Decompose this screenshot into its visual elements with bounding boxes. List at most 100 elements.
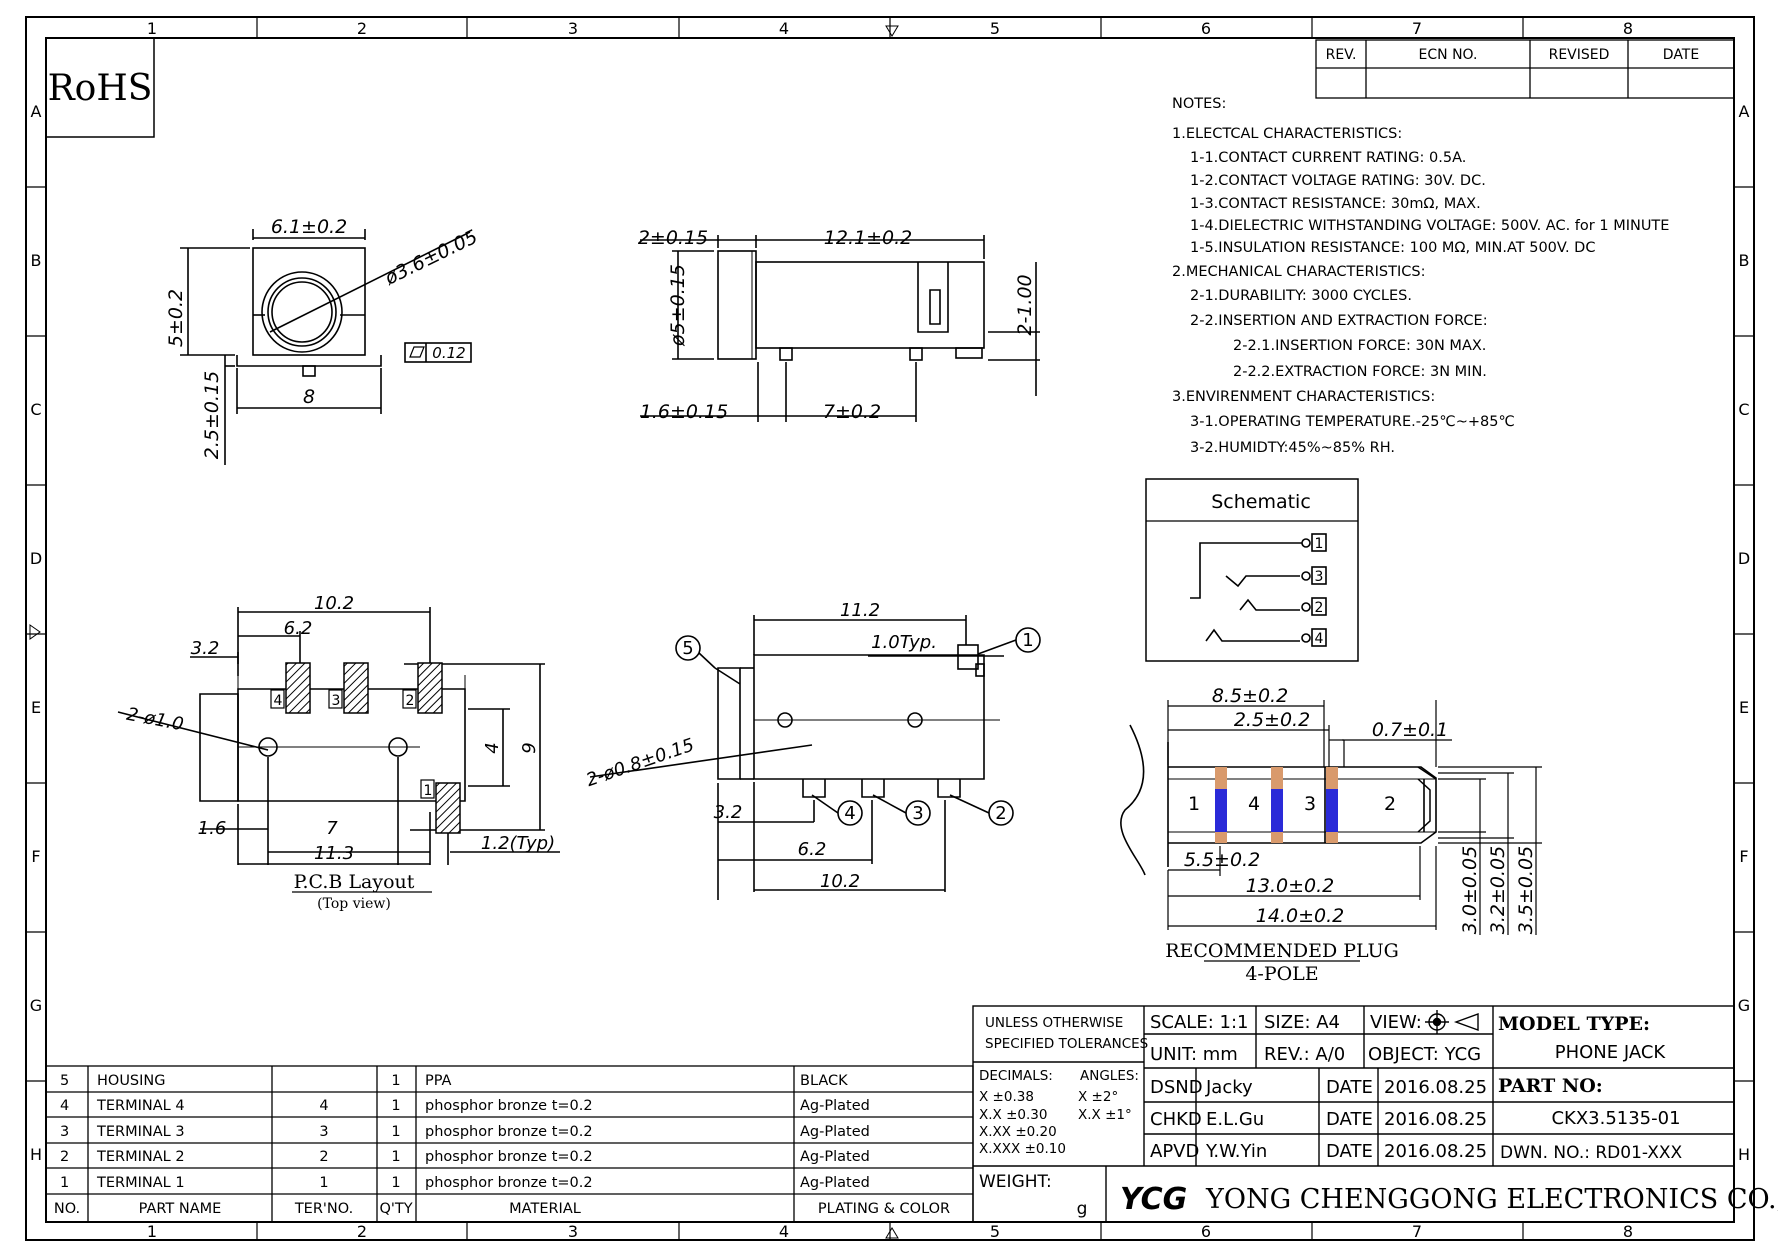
svg-text:1-1.CONTACT CURRENT RATING:: 1-1.CONTACT CURRENT RATING: 0.5A. <box>1190 150 1466 166</box>
part-number: CKX3.5135-01 <box>1551 1108 1680 1129</box>
svg-text:14.0±0.2: 14.0±0.2 <box>1256 905 1344 927</box>
bom-cell: 4 <box>60 1098 69 1114</box>
design-date: 2016.08.25 <box>1384 1077 1487 1098</box>
plug-caption: RECOMMENDED PLUG <box>1165 940 1399 962</box>
pcb-layout: 4 3 2 1 10.2 6.2 3.2 2-ø1.0 4 9 1.6 7 11… <box>117 593 560 912</box>
svg-text:APVD: APVD <box>1150 1141 1199 1162</box>
revision-table <box>1315 39 1735 99</box>
schematic-title: Schematic <box>1211 491 1311 513</box>
svg-text:C: C <box>30 400 41 419</box>
svg-text:UNLESS OTHERWISE: UNLESS OTHERWISE <box>985 1015 1123 1031</box>
ecn-header: ECN NO. <box>1419 47 1478 63</box>
svg-text:C: C <box>1738 400 1749 419</box>
plug-subcaption: 4-POLE <box>1245 963 1318 985</box>
svg-text:6: 6 <box>1201 1222 1211 1241</box>
scale: SCALE: 1:1 <box>1150 1012 1248 1033</box>
bom-cell: 3 <box>60 1124 69 1140</box>
svg-text:3.5±0.05: 3.5±0.05 <box>1515 846 1537 934</box>
svg-text:2-2.2.EXTRACTION FORCE: 3N: 2-2.2.EXTRACTION FORCE: 3N MIN. <box>1233 364 1487 380</box>
svg-text:X.XXX ±0.10: X.XXX ±0.10 <box>979 1141 1066 1157</box>
object: OBJECT: YCG <box>1368 1044 1481 1065</box>
bom-cell: phosphor bronze t=0.2 <box>425 1124 593 1140</box>
revised-header: REVISED <box>1549 47 1610 63</box>
zone-ticks <box>26 17 1754 1240</box>
bom-cell: TERMINAL 1 <box>96 1175 185 1191</box>
schematic-pin: 2 <box>1315 600 1324 616</box>
recommended-plug: 1 4 3 2 8.5±0.2 2.5±0.2 0.7±0.1 5.5±0.2 … <box>1120 685 1542 985</box>
bom-cell: 3 <box>319 1124 328 1140</box>
svg-text:6.2: 6.2 <box>284 618 313 639</box>
svg-text:A: A <box>1739 102 1750 121</box>
svg-text:F: F <box>31 847 40 866</box>
svg-text:5.5±0.2: 5.5±0.2 <box>1184 849 1260 871</box>
svg-text:DSND: DSND <box>1150 1077 1203 1098</box>
bom-cell: 1 <box>60 1175 69 1191</box>
svg-text:B: B <box>1739 251 1750 270</box>
svg-text:H: H <box>1738 1145 1750 1164</box>
weight-unit: g <box>1077 1199 1088 1219</box>
part-label: PART NO: <box>1498 1075 1603 1097</box>
flatness-icon <box>409 346 425 358</box>
bom-cell: Ag-Plated <box>800 1175 870 1191</box>
approver: Y.W.Yin <box>1205 1141 1267 1162</box>
revision: REV.: A/0 <box>1264 1044 1345 1065</box>
rev-header: REV. <box>1326 47 1357 63</box>
plug-segment: 3 <box>1304 793 1316 815</box>
svg-text:1: 1 <box>147 1222 157 1241</box>
bom-cell: 1 <box>391 1175 400 1191</box>
svg-text:8: 8 <box>1623 1222 1633 1241</box>
svg-text:2-2.INSERTION AND EXTRACTION: 2-2.INSERTION AND EXTRACTION FORCE: <box>1190 313 1488 329</box>
bom-header: MATERIAL <box>509 1201 581 1217</box>
svg-text:1-2.CONTACT VOLTAGE RATING:: 1-2.CONTACT VOLTAGE RATING: 30V. DC. <box>1190 173 1486 189</box>
side-view: 2±0.15 12.1±0.2 ø5±0.15 2-1.00 1.6±0.15 … <box>638 227 1040 423</box>
top-view: 5 1 4 3 2 11.2 1.0Typ. 2-ø0.8±0.15 3.2 6… <box>583 600 1041 900</box>
svg-text:D: D <box>1738 549 1750 568</box>
svg-text:B: B <box>31 251 42 270</box>
svg-text:H: H <box>30 1145 42 1164</box>
svg-text:7: 7 <box>326 818 338 839</box>
svg-text:12.1±0.2: 12.1±0.2 <box>824 227 912 249</box>
svg-text:1.0Typ.: 1.0Typ. <box>871 632 937 653</box>
svg-text:2±0.15: 2±0.15 <box>638 227 708 249</box>
svg-text:6: 6 <box>1201 19 1211 38</box>
bom-header: PLATING & COLOR <box>818 1201 950 1217</box>
svg-text:X.XX ±0.20: X.XX ±0.20 <box>979 1124 1057 1140</box>
pad-label: 2 <box>406 693 415 709</box>
svg-text:9: 9 <box>519 742 540 753</box>
svg-text:3.ENVIRENMENT CHARACTERISTICS: 3.ENVIRENMENT CHARACTERISTICS: <box>1172 389 1435 405</box>
drawing-number: DWN. NO.: RD01-XXX <box>1500 1143 1682 1163</box>
svg-text:1.2(Typ): 1.2(Typ) <box>481 833 555 854</box>
balloon-2: 2 <box>995 803 1006 824</box>
bom-header: PART NAME <box>139 1201 222 1217</box>
svg-text:2.5±0.15: 2.5±0.15 <box>201 371 223 459</box>
pad-label: 3 <box>332 693 341 709</box>
svg-text:1.6±0.15: 1.6±0.15 <box>640 401 728 423</box>
bom-cell: 1 <box>391 1098 400 1114</box>
svg-text:1-4.DIELECTRIC WITHSTANDING: 1-4.DIELECTRIC WITHSTANDING VOLTAGE: 500… <box>1190 218 1669 234</box>
rohs-mark: RoHS <box>48 68 153 109</box>
unit: UNIT: mm <box>1150 1044 1238 1065</box>
balloon-3: 3 <box>912 803 923 824</box>
bom-cell: 2 <box>60 1149 69 1165</box>
svg-text:X ±0.38: X ±0.38 <box>979 1089 1034 1105</box>
bom-cell: 5 <box>60 1073 69 1089</box>
bom-cell: phosphor bronze t=0.2 <box>425 1098 593 1114</box>
company-name: YONG CHENGGONG ELECTRONICS CO.,LTD. <box>1205 1184 1778 1215</box>
pcb-subcaption: (Top view) <box>317 896 391 912</box>
bom-cell: 1 <box>391 1124 400 1140</box>
svg-text:F: F <box>1739 847 1748 866</box>
plug-segment: 1 <box>1188 793 1200 815</box>
svg-text:1-5.INSULATION RESISTANCE: 1: 1-5.INSULATION RESISTANCE: 100 MΩ, MIN.A… <box>1190 240 1595 256</box>
svg-text:X.X ±1°: X.X ±1° <box>1078 1107 1132 1123</box>
svg-text:2: 2 <box>357 19 367 38</box>
svg-text:G: G <box>30 996 42 1015</box>
pcb-caption: P.C.B Layout <box>294 871 415 893</box>
bom-cell: Ag-Plated <box>800 1149 870 1165</box>
center-mark-bottom-icon <box>885 1227 899 1239</box>
svg-text:1.ELECTCAL CHARACTERISTICS:: 1.ELECTCAL CHARACTERISTICS: <box>1172 126 1402 142</box>
bom-cell: PPA <box>425 1073 452 1089</box>
row-labels: AB CD EF GH AB CD EF GH <box>30 102 1750 1164</box>
schematic-pin: 4 <box>1315 631 1324 647</box>
svg-text:DECIMALS:: DECIMALS: <box>979 1068 1053 1084</box>
